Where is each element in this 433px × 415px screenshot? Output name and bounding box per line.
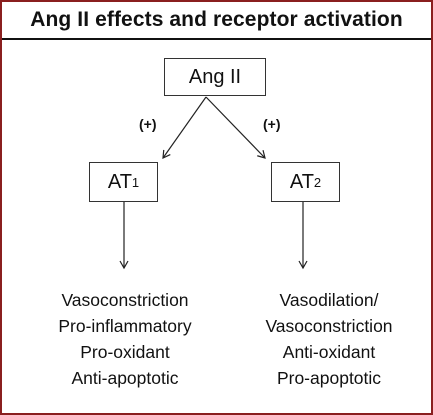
figure-title: Ang II effects and receptor activation (2, 2, 431, 40)
arrow-angii-to-at2 (205, 96, 266, 159)
node-ang-ii: Ang II (164, 58, 266, 96)
node-at2-subscript: 2 (313, 174, 322, 190)
at1-effect-item: Anti-apoptotic (71, 368, 179, 388)
at1-effect-item: Pro-inflammatory (58, 316, 192, 336)
at1-effects-list: Vasoconstriction Pro-inflammatory Pro-ox… (20, 287, 230, 391)
at1-effect-item: Vasoconstriction (61, 290, 189, 310)
at2-effect-item: Vasoconstriction (265, 316, 393, 336)
edge-label-left: (+) (139, 116, 157, 132)
at2-effect-item: Anti-oxidant (282, 342, 376, 362)
node-at2-label: AT (289, 170, 314, 193)
at2-effects-list: Vasodilation/ Vasoconstriction Anti-oxid… (224, 287, 433, 391)
at2-effect-item: Pro-apoptotic (276, 368, 382, 388)
at1-effect-item: Pro-oxidant (80, 342, 170, 362)
node-ang-ii-label: Ang II (188, 65, 242, 88)
node-at1-label: AT (107, 170, 132, 193)
arrow-angii-to-at1 (162, 96, 207, 159)
edge-label-right: (+) (263, 116, 281, 132)
node-at1-subscript: 1 (131, 174, 140, 190)
at2-effect-item: Vasodilation/ (279, 290, 379, 310)
